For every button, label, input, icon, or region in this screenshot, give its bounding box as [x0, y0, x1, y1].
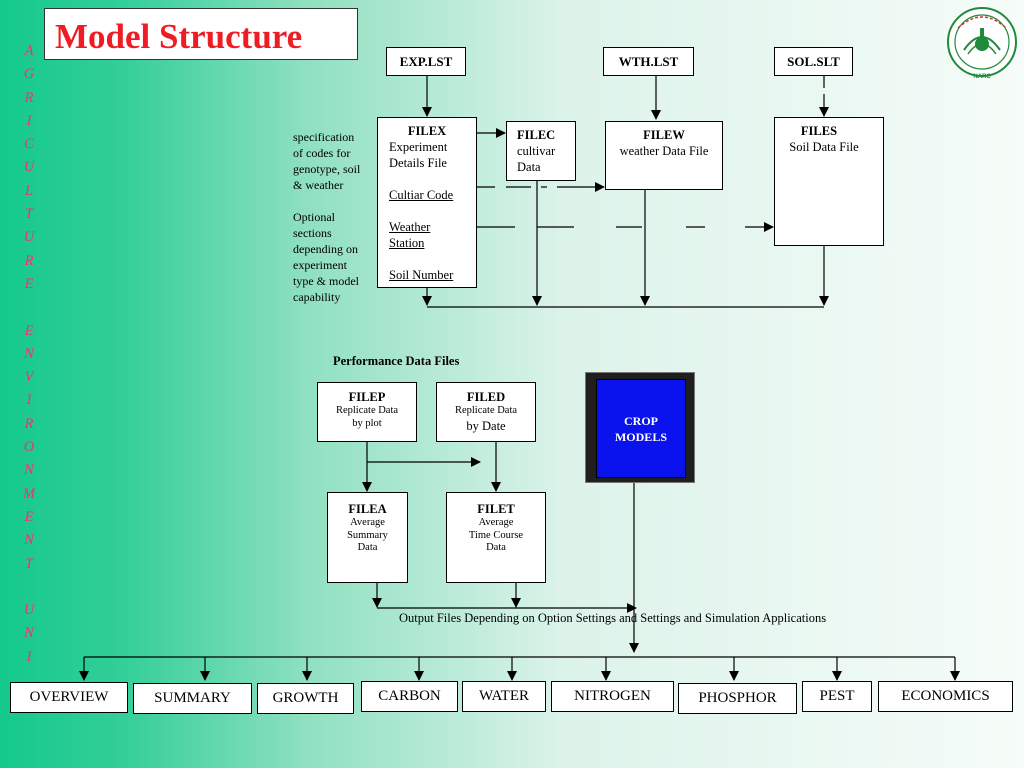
side-text-letter: R — [24, 415, 34, 432]
side-text-letter: V — [24, 369, 34, 386]
filea-box: FILEA Average Summary Data — [327, 492, 408, 583]
filep-box: FILEP Replicate Data by plot — [317, 382, 417, 442]
files-title: FILES — [800, 124, 838, 138]
filew-line-1: weather Data File — [619, 144, 709, 158]
side-text-letter: N — [24, 532, 34, 549]
filed-line-1: Replicate Data — [454, 405, 518, 416]
files-line-1: Soil Data File — [789, 140, 859, 154]
side-text-letter: I — [26, 648, 32, 665]
spec-note-line: specification — [293, 130, 355, 144]
side-text-letter: I — [26, 392, 32, 409]
filec-line-1: cultivar — [517, 144, 556, 158]
filex-desc-2: Details File — [389, 156, 447, 170]
optional-note-line: Optional — [293, 210, 335, 224]
crop-models-line-1: CROP — [624, 414, 658, 428]
side-text-letter: T — [24, 555, 34, 572]
side-text-letter: A — [24, 43, 34, 59]
optional-note-line: sections — [293, 226, 332, 240]
files-box: FILES Soil Data File — [774, 117, 884, 246]
side-text-letter: U — [23, 159, 35, 176]
filep-title: FILEP — [348, 390, 386, 404]
sol-slt-box: SOL.SLT — [774, 47, 853, 76]
output-water: WATER — [462, 681, 546, 712]
filet-box: FILET Average Time Course Data — [446, 492, 546, 583]
optional-note-line: capability — [293, 290, 341, 304]
output-overview: OVERVIEW — [10, 682, 128, 713]
side-text-letter: O — [23, 439, 35, 456]
crop-models-line-2: MODELS — [614, 430, 667, 444]
side-text-letter: N — [24, 345, 34, 362]
filet-line-1: Average — [478, 517, 514, 528]
filex-box: FILEX Experiment Details File Cultiar Co… — [377, 117, 477, 288]
filex-title: FILEX — [407, 124, 447, 138]
side-text-letter: G — [23, 66, 35, 83]
side-text-letter: N — [24, 462, 34, 479]
filet-line-2: Time Course — [468, 529, 524, 541]
filec-box: FILEC cultivar Data — [506, 121, 576, 181]
filea-line-1: Average — [350, 517, 385, 528]
filep-line-2: by plot — [352, 417, 382, 429]
spec-note: specification of codes for genotype, soi… — [293, 129, 360, 193]
filex-weather-1: Weather — [389, 220, 431, 234]
filep-line-1: Replicate Data — [335, 405, 399, 416]
title-box: Model Structure — [44, 8, 358, 60]
filex-cultivar-code: Cultiar Code — [389, 188, 454, 202]
output-label: Output Files Depending on Option Setting… — [399, 611, 827, 625]
side-text-letter: C — [24, 136, 34, 153]
crop-models-frame: CROP MODELS — [585, 372, 695, 483]
side-text-letter: R — [24, 89, 34, 106]
side-text-letter: I — [26, 112, 32, 129]
optional-note-line: experiment — [293, 258, 347, 272]
filew-box: FILEW weather Data File — [605, 121, 723, 190]
filex-soil-number: Soil Number — [389, 268, 454, 282]
side-text-letter: E — [24, 508, 34, 525]
filew-title: FILEW — [643, 128, 685, 142]
side-text-letter: E — [24, 322, 34, 339]
filed-line-2: by Date — [466, 418, 506, 433]
side-text-letter: U — [23, 602, 35, 619]
page-title: Model Structure — [55, 17, 303, 56]
filec-title: FILEC — [517, 128, 556, 142]
spec-note-line: of codes for — [293, 146, 351, 160]
side-text-letter: L — [24, 182, 34, 199]
exp-lst-box: EXP.LST — [386, 47, 466, 76]
optional-note-line: type & model — [293, 274, 359, 288]
side-text-letter: U — [23, 229, 35, 246]
side-text-letter: M — [22, 485, 36, 502]
output-nitrogen: NITROGEN — [551, 681, 674, 712]
output-summary: SUMMARY — [133, 683, 252, 714]
filex-weather-2: Station — [389, 236, 425, 250]
filed-box: FILED Replicate Data by Date — [436, 382, 536, 442]
filec-line-2: Data — [517, 160, 541, 174]
output-pest: PEST — [802, 681, 872, 712]
filea-title: FILEA — [348, 502, 387, 516]
optional-note: Optional sections depending on experimen… — [293, 209, 359, 305]
crop-models-box: CROP MODELS — [596, 379, 686, 478]
performance-label: Performance Data Files — [333, 354, 460, 368]
side-text-letter: T — [24, 206, 34, 223]
filet-title: FILET — [477, 502, 515, 516]
spec-note-line: & weather — [293, 178, 344, 192]
side-text-letter: R — [24, 252, 34, 269]
wth-lst-box: WTH.LST — [603, 47, 694, 76]
filea-line-3: Data — [357, 542, 378, 553]
spec-note-line: genotype, soil — [293, 162, 361, 176]
filed-title: FILED — [466, 390, 506, 404]
output-economics: ECONOMICS — [878, 681, 1013, 712]
logo-text: NARC — [973, 74, 991, 80]
side-text-letter: E — [24, 275, 34, 292]
narc-emblem-icon: NARC — [944, 4, 1020, 86]
optional-note-line: depending on — [293, 242, 358, 256]
filex-desc-1: Experiment — [389, 140, 448, 154]
output-growth: GROWTH — [257, 683, 354, 714]
output-carbon: CARBON — [361, 681, 458, 712]
filet-line-3: Data — [486, 542, 506, 553]
side-text-letter: N — [24, 625, 34, 642]
filea-line-2: Summary — [347, 529, 388, 541]
output-phosphor: PHOSPHOR — [678, 683, 797, 714]
